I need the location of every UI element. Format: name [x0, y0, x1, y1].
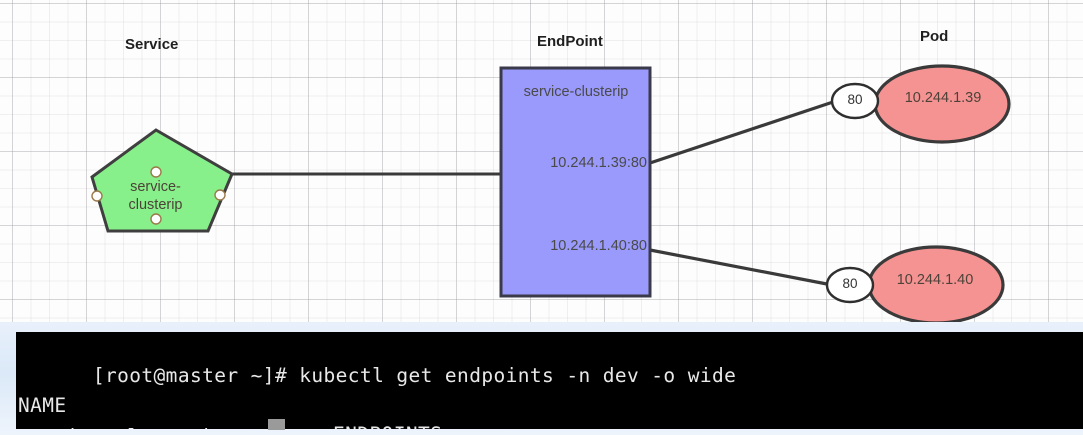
service-port-dot-left[interactable]: [91, 190, 103, 202]
diagram-canvas: [90, 64, 1011, 325]
terminal-cursor: [268, 419, 285, 430]
pod-ellipse-2[interactable]: [867, 245, 1005, 325]
pod-port-badge-1[interactable]: [830, 82, 880, 120]
terminal-command-line: [root@master ~]# kubectl get endpoints -…: [20, 332, 736, 387]
pod-port-badge-2[interactable]: [825, 266, 875, 304]
service-pentagon-node[interactable]: [90, 128, 234, 233]
terminal-window[interactable]: [root@master ~]# kubectl get endpoints -…: [16, 332, 1083, 429]
connector-endpoint-to-pod-2: [649, 248, 833, 287]
terminal-prompt: [root@master ~]#: [92, 364, 300, 387]
service-port-dot-top[interactable]: [150, 166, 162, 178]
column-header-endpoints: ENDPOINTS: [333, 420, 442, 429]
endpoint-box-node[interactable]: [499, 66, 652, 298]
service-port-dot-right[interactable]: [214, 189, 226, 201]
terminal-header-row: NAME ENDPOINTS AGE: [18, 362, 442, 429]
terminal-data-row: service-clusterip 10.244.1.39 :80, 10.24…: [18, 393, 224, 429]
pod-ellipse-1[interactable]: [873, 64, 1011, 144]
column-header-name: NAME: [18, 394, 67, 417]
group-title-pod: Pod: [920, 28, 949, 45]
cell-name: service-clusterip: [18, 422, 224, 429]
connector-endpoint-to-pod-1: [649, 99, 837, 165]
terminal-command: kubectl get endpoints -n dev -o wide: [299, 364, 737, 387]
group-title-service: Service: [125, 36, 179, 53]
group-title-endpoint: EndPoint: [537, 33, 603, 50]
service-port-dot-bottom[interactable]: [150, 213, 162, 225]
